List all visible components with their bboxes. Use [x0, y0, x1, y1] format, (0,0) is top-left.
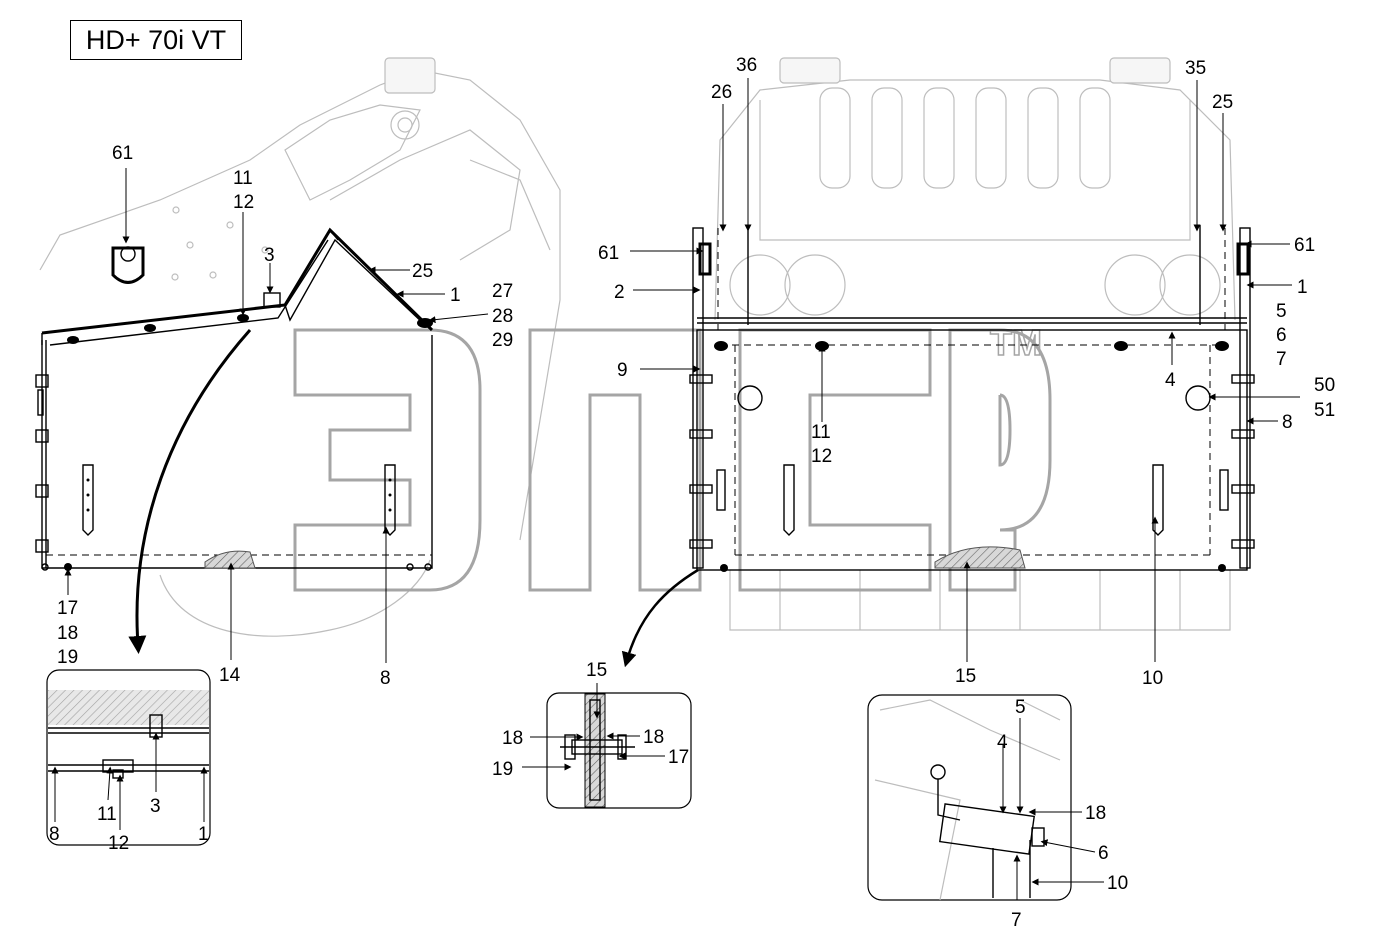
callout-3: 3: [150, 796, 161, 817]
callout-11: 11: [233, 168, 253, 189]
callout-3: 3: [264, 245, 275, 266]
callout-18: 18: [1085, 803, 1106, 824]
diagram-title: HD+ 70i VT: [70, 20, 242, 60]
callout-18-right: 18: [643, 727, 664, 748]
callout-25: 25: [1212, 92, 1233, 113]
callout-10: 10: [1107, 873, 1128, 894]
callout-18-left: 18: [502, 728, 523, 749]
callout-2: 2: [614, 282, 625, 303]
callout-28: 28: [492, 306, 513, 327]
detail-inset-middle: [546, 692, 692, 809]
callouts-inset-right: 5 4 18 6 10 7: [997, 697, 1128, 931]
callout-4: 4: [1165, 370, 1176, 391]
callout-15: 15: [586, 660, 607, 681]
callout-14: 14: [219, 665, 241, 686]
callout-8: 8: [1282, 412, 1293, 433]
callout-50: 50: [1314, 375, 1335, 396]
callout-8: 8: [380, 668, 391, 689]
callout-12: 12: [811, 446, 832, 467]
callout-7: 7: [1011, 910, 1022, 931]
detail-arrow-right: [621, 568, 699, 668]
callout-1: 1: [198, 824, 209, 845]
callouts-right-view: 36 26 35 25 61 61 2 1 5 6 7 9 4 50 51 8 …: [598, 55, 1335, 689]
right-machine-background: [714, 57, 1236, 631]
callout-61-left: 61: [598, 243, 619, 264]
callout-18: 18: [57, 623, 78, 644]
callout-17: 17: [57, 598, 78, 619]
callouts-inset-middle: 15 18 18 19 17: [492, 660, 689, 780]
leader-lines: [51, 78, 1300, 900]
callout-19: 19: [57, 647, 78, 668]
callout-61-right: 61: [1294, 235, 1315, 256]
detail-inset-right: [867, 694, 1072, 901]
watermark-tm: TM: [990, 322, 1042, 363]
callout-51: 51: [1314, 400, 1335, 421]
callout-29: 29: [492, 330, 513, 351]
callout-5: 5: [1015, 697, 1026, 718]
callouts-inset-left: 8 11 12 3 1: [49, 796, 209, 854]
detail-arrow-left: [128, 329, 252, 654]
callout-17: 17: [668, 747, 689, 768]
watermark-logo: TM: [293, 321, 1052, 592]
callout-19: 19: [492, 759, 513, 780]
callout-6: 6: [1098, 843, 1109, 864]
callout-36: 36: [736, 55, 757, 76]
callout-61: 61: [112, 143, 133, 164]
callout-11: 11: [811, 422, 831, 443]
callout-10: 10: [1142, 668, 1163, 689]
detail-inset-left: [46, 669, 211, 846]
callout-4: 4: [997, 732, 1008, 753]
callout-5: 5: [1276, 301, 1287, 322]
callouts-left-view: 61 11 12 3 25 1 27 28 29 17 18 19 14 8: [57, 143, 513, 689]
left-side-cover: [35, 227, 434, 571]
callout-26: 26: [711, 82, 732, 103]
right-rear-cover: [689, 225, 1255, 572]
callout-1: 1: [450, 285, 461, 306]
callout-7: 7: [1276, 349, 1287, 370]
callout-1: 1: [1297, 277, 1308, 298]
callout-35: 35: [1185, 58, 1206, 79]
callout-15: 15: [955, 666, 976, 687]
callout-6: 6: [1276, 325, 1287, 346]
callout-12: 12: [108, 833, 129, 854]
callout-12: 12: [233, 192, 254, 213]
callout-9: 9: [617, 360, 628, 381]
callout-11: 11: [97, 804, 117, 825]
callout-8: 8: [49, 824, 60, 845]
callout-25: 25: [412, 261, 433, 282]
callout-27: 27: [492, 281, 513, 302]
